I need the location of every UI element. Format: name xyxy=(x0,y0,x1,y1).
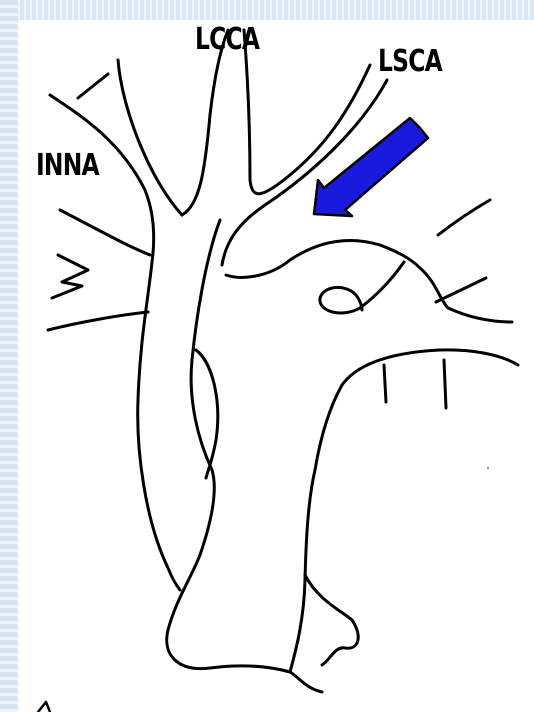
corner-mark xyxy=(38,702,50,712)
inna-lower-branch xyxy=(48,312,148,330)
trunk-right-wall xyxy=(290,350,518,672)
inna-zigzag-branch xyxy=(52,255,88,298)
lcca-fork-left xyxy=(182,30,228,215)
arch-upper-wall xyxy=(226,240,512,322)
intercostal-2 xyxy=(444,360,446,408)
inna-middle-branch xyxy=(60,210,150,255)
label-lsca: LSCA xyxy=(378,44,442,79)
descending-curl xyxy=(305,575,358,665)
label-lcca: LCCA xyxy=(195,22,259,57)
inna-small-fork xyxy=(78,74,108,98)
lcca-left-wall xyxy=(118,60,182,215)
arch-inner-curl xyxy=(320,262,404,313)
stray-dot xyxy=(487,467,489,469)
label-inna: INNA xyxy=(36,148,99,183)
intercostal-1 xyxy=(384,365,386,402)
arch-branch-up xyxy=(438,200,490,235)
trunk-left-wall xyxy=(167,220,322,692)
arch-branch-right xyxy=(436,278,486,302)
